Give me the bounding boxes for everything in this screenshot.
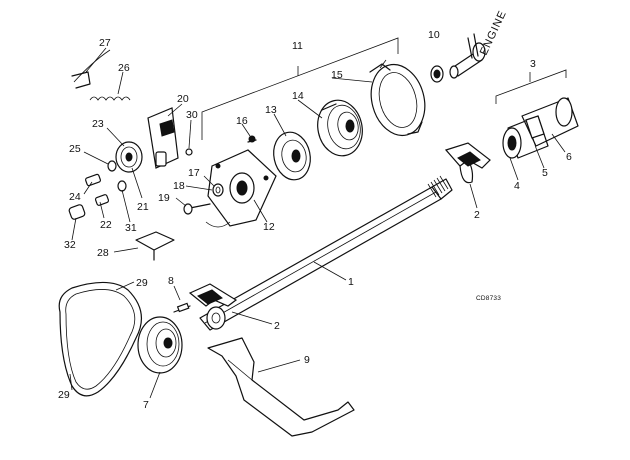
armature-disc [273, 131, 311, 181]
callout-20: 20 [177, 93, 189, 105]
callout-9: 9 [304, 354, 310, 366]
callout-27: 27 [99, 37, 111, 49]
callout-4: 4 [514, 180, 520, 192]
support-bracket [207, 337, 355, 437]
callout-26: 26 [118, 62, 130, 74]
callout-12: 12 [263, 221, 275, 233]
spring-26 [89, 96, 131, 101]
callout-6: 6 [566, 151, 572, 163]
clutch-pulley [317, 99, 363, 157]
callout-31: 31 [125, 222, 137, 234]
callout-bracket-11 [201, 37, 399, 140]
callout-23: 23 [92, 118, 104, 130]
callout-28: 28 [97, 247, 109, 259]
callout-7: 7 [143, 399, 149, 411]
nut-22 [94, 194, 110, 206]
washer-31 [117, 180, 127, 192]
engine-label: ENGINE [478, 9, 509, 58]
callout-2-upper: 2 [474, 209, 480, 221]
bolt-24 [85, 173, 101, 187]
drive-shaft [199, 175, 453, 331]
coupler-assembly [502, 97, 579, 159]
bracket-28 [135, 231, 175, 261]
callout-21: 21 [137, 201, 149, 213]
idler-pulley [115, 141, 143, 173]
callout-24: 24 [69, 191, 81, 203]
callout-numbers: 27 26 20 30 23 25 24 21 22 31 32 28 11 1… [58, 29, 572, 411]
callout-19: 19 [158, 192, 170, 204]
callout-14: 14 [292, 90, 304, 102]
callout-13: 13 [265, 104, 277, 116]
sleeve-32 [68, 204, 86, 220]
plate-washer [212, 183, 224, 197]
spacer-25 [107, 160, 117, 172]
shaft-bearing-lower [188, 283, 238, 330]
engine-output-shaft [449, 33, 486, 79]
callout-bracket-3 [495, 69, 567, 104]
callout-17: 17 [188, 167, 200, 179]
callout-8: 8 [168, 275, 174, 287]
plate-bolt [183, 203, 211, 215]
callout-11: 11 [292, 40, 303, 52]
callout-1: 1 [348, 276, 354, 288]
callout-32: 32 [64, 239, 76, 251]
spacer-washer [430, 65, 444, 83]
callout-3: 3 [530, 58, 536, 70]
leader-lines [69, 47, 566, 399]
idler-arm-bracket [147, 107, 193, 169]
callout-29-right: 29 [136, 277, 148, 289]
shaft-key [173, 302, 191, 313]
field-plate [205, 149, 277, 228]
spring-27 [71, 49, 111, 89]
drive-pulley [137, 316, 183, 374]
callout-18: 18 [173, 180, 185, 192]
callout-25: 25 [69, 143, 81, 155]
callout-16: 16 [236, 115, 248, 127]
small-bolt-16 [247, 135, 257, 143]
callout-10: 10 [428, 29, 440, 41]
callout-22: 22 [100, 219, 112, 231]
clutch-shroud [369, 63, 426, 137]
callout-5: 5 [542, 167, 548, 179]
callout-15: 15 [331, 69, 343, 81]
drawing-code: CD8733 [476, 295, 501, 302]
drive-belt [58, 281, 143, 397]
callout-29-left: 29 [58, 389, 70, 401]
callout-2-lower: 2 [274, 320, 280, 332]
shaft-bearing-upper [444, 142, 491, 184]
callout-30: 30 [186, 109, 198, 121]
